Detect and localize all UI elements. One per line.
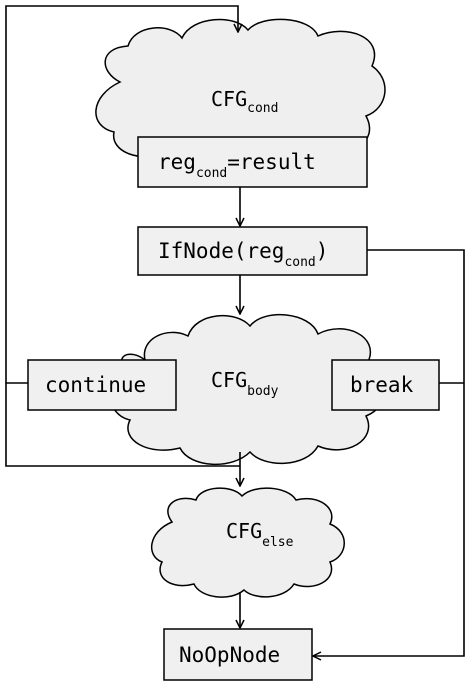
edges: [5, 5, 465, 656]
reg-cond-result-box: [137, 136, 368, 188]
edge-ifnode-false-to-noop: [313, 249, 465, 656]
cloud-cfg-body: [109, 313, 387, 465]
continue-label: continue: [45, 373, 146, 397]
ifnode-box: [137, 226, 368, 276]
cfg-cond-label: CFGcond: [211, 87, 278, 116]
continue-box: [27, 359, 177, 411]
edge-continue-loop: [5, 5, 238, 384]
cfg-else-label: CFGelse: [226, 519, 294, 550]
cloud-cfg-else: [150, 487, 345, 598]
edge-loop-bottom: [5, 383, 240, 467]
cfg-body-label: CFGbody: [211, 368, 279, 399]
ifnode-label: IfNode(regcond): [158, 239, 328, 270]
reg-cond-result-label: regcond=result: [158, 150, 316, 181]
break-label: break: [350, 373, 414, 397]
break-box: [331, 359, 440, 411]
noop-label: NoOpNode: [179, 643, 280, 667]
